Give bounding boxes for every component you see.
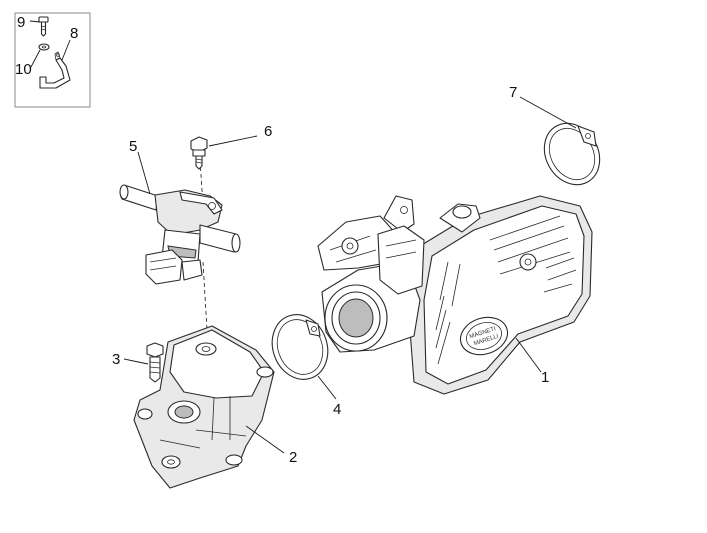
- callout-10: 10: [15, 61, 32, 78]
- leader-5: [137, 151, 151, 195]
- hose-clamp-large-part[interactable]: [533, 113, 610, 194]
- bracket-screw-part[interactable]: [38, 16, 49, 37]
- leader-7: [519, 96, 577, 129]
- callout-7: 7: [509, 84, 517, 101]
- callout-6: 6: [264, 123, 272, 140]
- leader-6: [208, 135, 258, 147]
- washer-part[interactable]: [38, 43, 50, 51]
- injector-screw-part[interactable]: [190, 136, 208, 170]
- inset-frame: [14, 12, 91, 108]
- leader-9: [29, 20, 41, 23]
- leader-3: [123, 358, 149, 365]
- throttle-body-part[interactable]: MAGNETI MARELLI: [317, 195, 593, 395]
- intake-manifold-part[interactable]: [133, 325, 275, 489]
- callout-1: 1: [541, 369, 549, 386]
- cable-bracket-part[interactable]: [39, 51, 71, 89]
- leader-2: [245, 425, 285, 454]
- leader-1: [515, 337, 542, 373]
- assembly-axis-lower: [202, 261, 208, 331]
- callout-3: 3: [112, 351, 120, 368]
- manifold-screw-part[interactable]: [146, 342, 164, 383]
- fuel-injector-part[interactable]: [119, 184, 241, 285]
- callout-8: 8: [70, 25, 78, 42]
- leader-10: [30, 49, 41, 68]
- callout-9: 9: [17, 14, 25, 31]
- callout-4: 4: [333, 401, 341, 418]
- leader-8: [61, 39, 71, 61]
- inset-detail: [14, 12, 91, 108]
- callout-5: 5: [129, 138, 137, 155]
- callout-2: 2: [289, 449, 297, 466]
- leader-4: [317, 375, 337, 400]
- hose-clamp-small-part[interactable]: [263, 307, 336, 387]
